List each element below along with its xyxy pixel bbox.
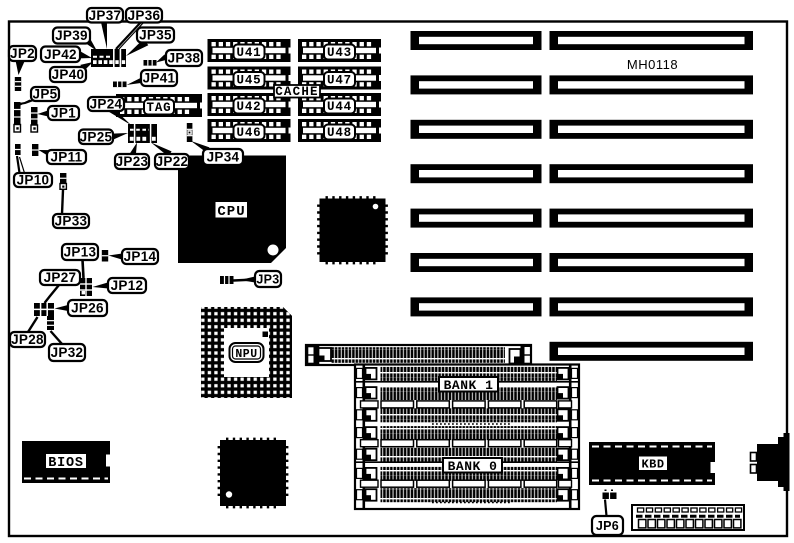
svg-text:NPU: NPU: [235, 348, 257, 361]
svg-text:JP5: JP5: [33, 87, 58, 102]
svg-text:JP13: JP13: [64, 245, 97, 260]
svg-text:JP41: JP41: [143, 71, 176, 86]
svg-text:JP32: JP32: [51, 345, 84, 360]
svg-text:JP6: JP6: [596, 519, 619, 533]
svg-text:JP26: JP26: [71, 301, 104, 316]
svg-text:JP10: JP10: [17, 173, 50, 188]
svg-text:JP36: JP36: [128, 8, 161, 23]
svg-text:U45: U45: [237, 74, 262, 88]
svg-text:MH0118: MH0118: [627, 57, 678, 72]
svg-text:BANK 1: BANK 1: [444, 378, 494, 393]
svg-text:JP3: JP3: [256, 273, 279, 287]
svg-text:TAG: TAG: [147, 101, 172, 115]
svg-text:JP25: JP25: [80, 129, 113, 144]
svg-text:JP35: JP35: [139, 28, 172, 43]
svg-text:U43: U43: [327, 46, 352, 60]
svg-text:U42: U42: [237, 100, 262, 114]
svg-text:JP38: JP38: [168, 51, 201, 66]
svg-text:JP24: JP24: [90, 97, 123, 112]
svg-text:JP40: JP40: [52, 67, 85, 82]
svg-text:JP34: JP34: [207, 150, 240, 165]
svg-text:JP11: JP11: [51, 150, 83, 165]
svg-text:BANK 0: BANK 0: [448, 459, 498, 474]
svg-text:JP2: JP2: [10, 46, 35, 61]
svg-text:JP33: JP33: [55, 214, 88, 229]
svg-text:U41: U41: [237, 46, 262, 60]
svg-text:JP42: JP42: [44, 47, 77, 62]
svg-text:JP1: JP1: [51, 106, 76, 121]
svg-text:BIOS: BIOS: [48, 456, 84, 471]
svg-text:JP27: JP27: [44, 270, 77, 285]
svg-text:JP12: JP12: [111, 278, 144, 293]
svg-text:KBD: KBD: [641, 458, 664, 472]
svg-text:JP14: JP14: [124, 249, 157, 264]
svg-text:JP28: JP28: [11, 332, 44, 347]
svg-text:JP39: JP39: [55, 28, 88, 43]
svg-text:JP37: JP37: [89, 8, 122, 23]
svg-text:U46: U46: [237, 126, 262, 140]
svg-text:JP22: JP22: [156, 154, 189, 169]
svg-text:U44: U44: [327, 100, 352, 114]
svg-text:U48: U48: [327, 126, 352, 140]
svg-text:JP23: JP23: [116, 154, 149, 169]
svg-text:CACHE: CACHE: [275, 85, 319, 99]
svg-text:CPU: CPU: [217, 204, 245, 220]
svg-text:U47: U47: [327, 74, 352, 88]
